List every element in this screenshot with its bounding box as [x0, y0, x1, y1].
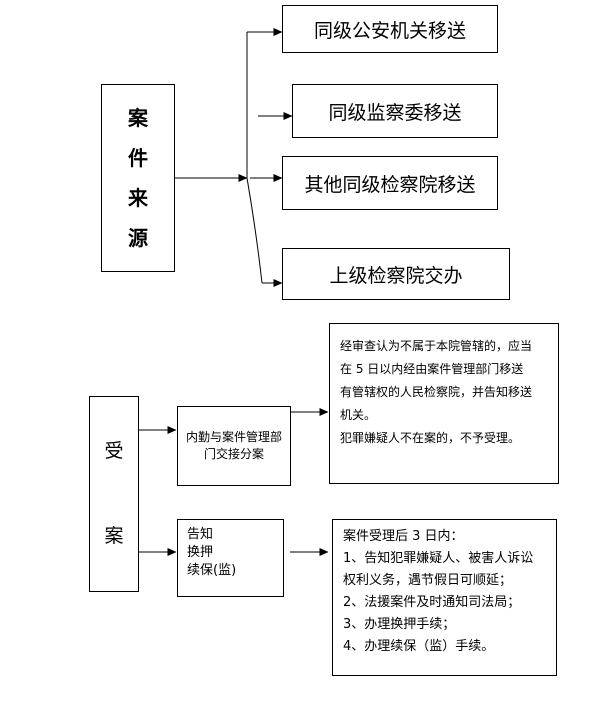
- internal-handover-box: 内勤与案件管理部门交接分案: [177, 406, 291, 486]
- notify-line: 告知: [187, 527, 214, 542]
- steps-line: 1、告知犯罪嫌疑人、被害人诉讼: [343, 551, 534, 566]
- review-note-line: 有管辖权的人民检察院，并告知移送: [340, 385, 533, 399]
- case-source-char: 件: [128, 146, 148, 170]
- destination-box-supervision: 同级监察委移送: [292, 84, 498, 138]
- destination-box-superior-procuratorate: 上级检察院交办: [282, 248, 510, 300]
- notify-line: 续保(监): [187, 563, 237, 578]
- case-accept-char: 受: [104, 440, 124, 462]
- case-source-box: 案 件 来 源: [101, 84, 175, 272]
- case-accept-char: 案: [104, 525, 124, 547]
- notify-box: 告知 换押 续保(监): [177, 519, 284, 597]
- destination-box-public-security: 同级公安机关移送: [282, 5, 498, 53]
- case-accept-box: 受 案: [89, 396, 139, 592]
- steps-line: 2、法援案件及时通知司法局；: [343, 595, 521, 610]
- internal-handover-text: 内勤与案件管理部门交接分案: [185, 430, 282, 461]
- notify-line: 换押: [187, 545, 214, 560]
- case-source-char: 来: [128, 186, 148, 210]
- destination-box-other-procuratorate: 其他同级检察院移送: [282, 156, 498, 210]
- steps-line: 权利义务，遇节假日可顺延；: [343, 573, 513, 588]
- destination-label: 同级监察委移送: [328, 101, 462, 124]
- destination-label: 上级检察院交办: [329, 264, 463, 287]
- branch-lower-path: [246, 177, 263, 284]
- acceptance-steps-box: 案件受理后 3 日内： 1、告知犯罪嫌疑人、被害人诉讼 权利义务，遇节假日可顺延…: [332, 519, 557, 676]
- review-note-line: 机关。: [340, 408, 377, 422]
- destination-label: 同级公安机关移送: [313, 19, 466, 42]
- review-note-line: 在 5 日以内经由案件管理部门移送: [340, 362, 524, 376]
- case-source-char: 案: [128, 106, 148, 130]
- destination-label: 其他同级检察院移送: [304, 173, 476, 196]
- steps-line: 4、办理续保（监）手续。: [343, 639, 495, 654]
- review-note-line: 经审查认为不属于本院管辖的，应当: [340, 339, 533, 353]
- review-note-box: 经审查认为不属于本院管辖的，应当 在 5 日以内经由案件管理部门移送 有管辖权的…: [329, 323, 559, 484]
- steps-line: 案件受理后 3 日内：: [343, 529, 464, 544]
- case-source-char: 源: [128, 226, 148, 250]
- review-note-line: 犯罪嫌疑人不在案的，不予受理。: [340, 431, 521, 445]
- steps-line: 3、办理换押手续；: [343, 617, 456, 632]
